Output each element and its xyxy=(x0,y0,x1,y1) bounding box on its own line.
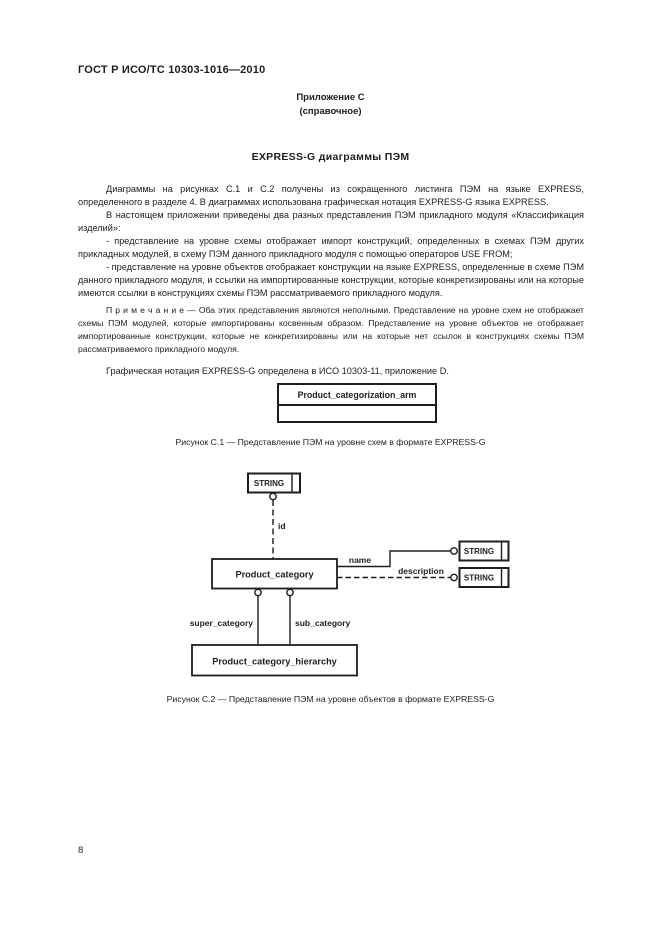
attribute-end-circle-sub-category xyxy=(286,588,294,597)
schema-box-label: Product_categorization_arm xyxy=(279,385,435,406)
document-header: ГОСТ Р ИСО/ТС 10303-1016—2010 xyxy=(78,64,266,76)
string-type-box-name xyxy=(458,540,510,562)
page-number: 8 xyxy=(78,845,84,856)
entity-box-product-category-hierarchy xyxy=(191,644,358,677)
body-text: Диаграммы на рисунках С.1 и С.2 получены… xyxy=(78,183,584,378)
attribute-label-name: name xyxy=(349,555,371,565)
attribute-end-circle-id xyxy=(269,492,277,501)
section-heading: EXPRESS-G диаграммы ПЭМ xyxy=(251,151,410,163)
attribute-end-circle-super-category xyxy=(254,588,262,597)
string-type-box-top xyxy=(247,472,301,494)
entity-label-product-category-hierarchy: Product_category_hierarchy xyxy=(212,657,337,667)
entity-label-product-category: Product_category xyxy=(235,570,314,580)
paragraph-intro: Диаграммы на рисунках С.1 и С.2 получены… xyxy=(78,184,584,207)
attribute-label-super-category: super_category xyxy=(190,618,254,628)
note-paragraph: П р и м е ч а н и е — Оба этих представл… xyxy=(78,305,584,354)
string-type-box-description xyxy=(458,567,510,588)
express-g-diagram: STRING id Product_category name STRING d… xyxy=(190,472,510,677)
figure-c2-caption: Рисунок С.2 — Представление ПЭМ на уровн… xyxy=(166,694,495,704)
figure-c1-caption: Рисунок С.1 — Представление ПЭМ на уровн… xyxy=(175,437,486,447)
annex-title: Приложение С xyxy=(296,92,365,103)
list-item-schema-level: - представление на уровне схемы отобража… xyxy=(78,236,584,259)
attribute-end-circle-description xyxy=(450,573,458,582)
entity-box-product-category xyxy=(211,558,338,590)
attribute-line-name xyxy=(337,550,451,568)
attribute-label-id: id xyxy=(278,521,286,531)
string-type-label: STRING xyxy=(464,574,494,583)
attribute-end-circle-name xyxy=(450,547,458,555)
paragraph-notation: Графическая нотация EXPRESS-G определена… xyxy=(106,366,449,376)
list-item-entity-level: - представление на уровне объектов отобр… xyxy=(78,262,584,298)
attribute-label-sub-category: sub_category xyxy=(295,618,351,628)
schema-box: Product_categorization_arm xyxy=(277,383,437,423)
annex-subtitle: (справочное) xyxy=(299,106,362,117)
string-type-label: STRING xyxy=(464,547,494,556)
paragraph-overview: В настоящем приложении приведены два раз… xyxy=(78,210,584,233)
string-type-label: STRING xyxy=(254,479,284,488)
attribute-label-description: description xyxy=(398,566,444,576)
